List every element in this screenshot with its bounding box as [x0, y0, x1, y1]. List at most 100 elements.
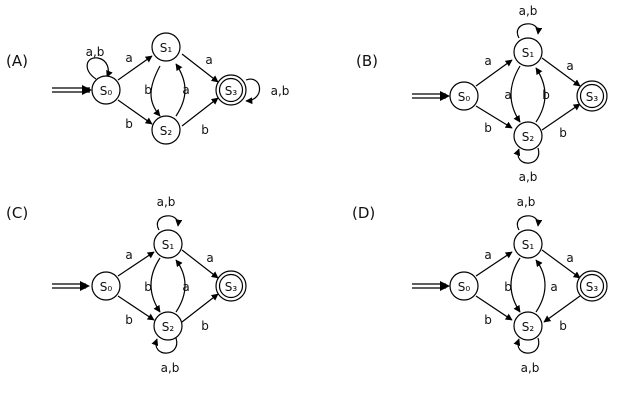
- label-s2-s3: b: [201, 319, 209, 333]
- edge-s1-s2: [510, 65, 521, 123]
- label-s0-s2: b: [484, 313, 492, 327]
- state-s0: [91, 271, 121, 301]
- edge-s0-s1: [475, 251, 513, 277]
- edge-s2-s3: [181, 293, 219, 323]
- edges: [86, 53, 261, 127]
- edge-labels: a,b a b b a a b a,b: [86, 45, 290, 137]
- label-s2-s3: b: [201, 123, 209, 137]
- label-s1-s2: a: [504, 88, 511, 102]
- edge-s1-s3: [541, 249, 581, 279]
- label-s1-s3: a: [206, 251, 213, 265]
- state-s1: [513, 37, 543, 67]
- state-s2: [151, 115, 181, 145]
- panel-b: (B) S₀ S₁ S₂ S₃: [356, 4, 608, 184]
- state-s1: [151, 32, 181, 62]
- states: [91, 229, 247, 341]
- state-label-s0: S₀: [100, 280, 113, 294]
- state-s3-inner: [218, 273, 244, 299]
- label-s2-s2: a,b: [161, 361, 180, 375]
- panel-c: (C) S₀ S₁ S₂ S₃: [6, 195, 247, 375]
- label-s1-s1: a,b: [517, 195, 536, 209]
- label-s2-s2: a,b: [519, 170, 538, 184]
- label-s1-s3: a: [205, 53, 212, 67]
- label-s0-s1: a: [125, 248, 132, 262]
- edge-s2-s2: [513, 147, 540, 164]
- state-labels: S₀ S₁ S₂ S₃: [100, 41, 238, 138]
- edge-s1-s2: [510, 257, 521, 313]
- state-label-s1: S₁: [522, 46, 535, 60]
- label-s0-s2: b: [125, 313, 133, 327]
- start-arrow: [412, 281, 450, 291]
- label-s1-s2: b: [504, 280, 512, 294]
- label-s2-s1: a: [182, 83, 189, 97]
- edge-s2-s2: [151, 337, 178, 354]
- start-arrow: [52, 281, 90, 291]
- state-s2: [153, 311, 183, 341]
- state-s0: [449, 81, 479, 111]
- state-label-s1: S₁: [162, 238, 175, 252]
- state-label-s1: S₁: [522, 238, 535, 252]
- state-s2: [513, 121, 543, 151]
- edge-s1-s3: [181, 249, 219, 279]
- edges: [475, 215, 581, 354]
- state-labels: S₀ S₁ S₂ S₃: [100, 238, 238, 334]
- edge-s2-s3: [541, 103, 581, 131]
- edge-s2-s1: [175, 63, 186, 117]
- state-label-s3: S₃: [586, 90, 599, 104]
- panel-label: (A): [6, 52, 28, 70]
- label-s0-s1: a: [125, 51, 132, 65]
- edge-s1-s3: [541, 57, 581, 87]
- state-label-s0: S₀: [100, 84, 113, 98]
- state-s3-inner: [218, 77, 244, 103]
- state-label-s3: S₃: [225, 84, 238, 98]
- edge-labels: a b a,b a,b a b a b: [484, 4, 573, 184]
- state-s1: [513, 229, 543, 259]
- label-s2-s1: a: [182, 280, 189, 294]
- state-label-s0: S₀: [458, 90, 471, 104]
- edge-s1-s2: [150, 257, 161, 313]
- edge-s1-s3: [181, 53, 219, 83]
- label-s2-s1: a: [550, 280, 557, 294]
- edge-s0-s2: [475, 105, 513, 129]
- label-s1-s2: b: [144, 83, 152, 97]
- state-label-s2: S₂: [522, 320, 535, 334]
- label-s2-s1: b: [542, 88, 550, 102]
- edge-labels: a b a,b a,b b a a b: [125, 195, 213, 375]
- state-labels: S₀ S₁ S₂ S₃: [458, 46, 599, 144]
- label-s1-s1: a,b: [519, 4, 538, 18]
- state-s3-inner: [579, 273, 605, 299]
- edge-labels: a b a,b a,b b a a b: [484, 195, 573, 375]
- edge-s2-s1: [535, 67, 546, 123]
- start-arrow: [412, 91, 450, 101]
- state-label-s1: S₁: [160, 41, 173, 55]
- edge-s1-s2: [150, 65, 161, 117]
- state-s1: [153, 229, 183, 259]
- edge-s1-s1: [516, 23, 543, 39]
- edge-s0-s1: [117, 55, 153, 81]
- label-s0-s2: b: [125, 117, 133, 131]
- state-label-s2: S₂: [162, 320, 175, 334]
- label-s0-s1: a: [484, 248, 491, 262]
- panel-label: (B): [356, 52, 378, 70]
- label-s0-s0: a,b: [86, 45, 105, 59]
- label-s1-s3: a: [566, 251, 573, 265]
- edge-s2-s3: [181, 97, 219, 127]
- edge-s1-s1: [516, 215, 543, 231]
- edge-s0-s0: [86, 57, 113, 80]
- state-labels: S₀ S₁ S₂ S₃: [458, 238, 599, 334]
- edges: [117, 215, 219, 354]
- label-s0-s1: a: [484, 54, 491, 68]
- edge-s0-s1: [475, 59, 513, 87]
- label-s0-s2: b: [484, 121, 492, 135]
- state-s0: [449, 271, 479, 301]
- edge-s3-s3: [245, 78, 261, 105]
- edge-s1-s1: [156, 215, 183, 231]
- state-label-s3: S₃: [586, 280, 599, 294]
- state-label-s0: S₀: [458, 280, 471, 294]
- panel-a: (A) S₀ S₁ S₂ S₃: [6, 32, 290, 145]
- label-s2-s3: b: [559, 126, 567, 140]
- start-arrow: [52, 85, 92, 95]
- label-s1-s1: a,b: [157, 195, 176, 209]
- state-label-s2: S₂: [522, 130, 535, 144]
- label-s3-s3: a,b: [271, 84, 290, 98]
